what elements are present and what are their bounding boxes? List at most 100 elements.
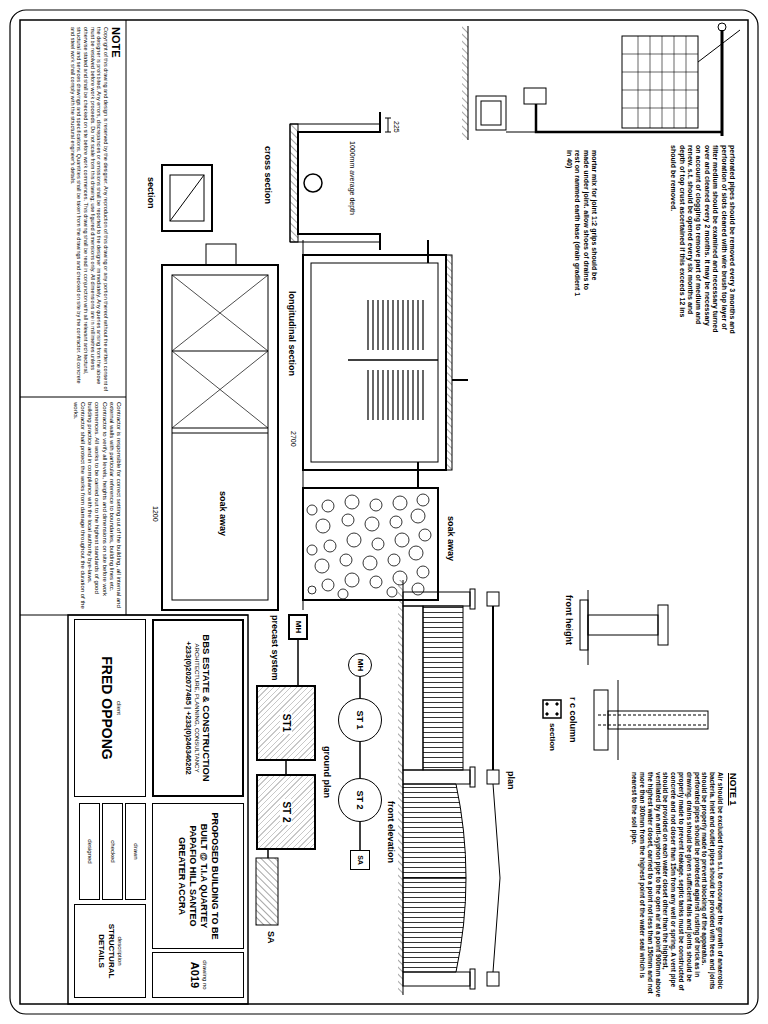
- cross-section-drawing: [290, 124, 298, 242]
- longitudinal-section-drawing: [452, 379, 468, 381]
- dimension: 225: [392, 120, 400, 134]
- node-label: designed: [86, 839, 93, 863]
- node-label: ST 2: [355, 790, 366, 809]
- gate-front-elevation: [403, 784, 466, 972]
- vent-pipe-detail: [476, 96, 506, 130]
- longitudinal-section-drawing: [411, 509, 425, 523]
- manhole-circle: MH: [348, 653, 372, 677]
- longitudinal-section-drawing: [303, 255, 446, 470]
- vent-pipe-detail: [622, 36, 698, 128]
- precast-soakaway-drawing: [256, 858, 278, 925]
- rc-column-detail: [543, 680, 708, 760]
- node-label: client: [115, 701, 122, 715]
- gate-front-elevation: [403, 770, 470, 784]
- longitudinal-section-drawing: [417, 462, 419, 488]
- node-label: Copyright of this drawing and design is …: [69, 27, 109, 393]
- description-box: descriptionSTRUCTURAL DETAILS: [74, 904, 146, 998]
- node-label: MH: [355, 659, 365, 671]
- soakaway-plan-drawing: [162, 244, 278, 610]
- node-label: Contractor is responsible for correct se…: [72, 402, 122, 610]
- gate-plan: [487, 972, 499, 986]
- soakaway-plan-drawing: [206, 244, 236, 265]
- longitudinal-section-drawing: [324, 540, 336, 552]
- vent-pipe-detail: [462, 26, 468, 140]
- longitudinal-section-drawing: [303, 488, 438, 600]
- dimension: 1000mm average depth: [348, 140, 356, 216]
- longitudinal-section-drawing: [345, 495, 359, 509]
- gate-front-elevation: [470, 767, 475, 787]
- longitudinal-section-drawing: [345, 573, 359, 587]
- vent-pipe-detail: [698, 30, 740, 62]
- note-heading: NOTE 1: [727, 772, 738, 807]
- node-label: SA: [356, 855, 364, 865]
- longitudinal-section-drawing: [412, 583, 424, 595]
- longitudinal-section-drawing: [322, 579, 334, 591]
- rc-column-detail: [543, 700, 561, 718]
- longitudinal-section-drawing: [419, 529, 431, 541]
- longitudinal-section-drawing: [417, 566, 429, 578]
- pillar-front-height: [658, 605, 668, 645]
- cross-section-drawing: [304, 174, 322, 192]
- drawn-cell: drawn: [125, 803, 146, 900]
- vent-pipe-detail: [622, 36, 698, 128]
- rc-column-detail: [618, 680, 619, 760]
- manhole-section-drawing: [162, 165, 212, 231]
- pillar-front-height: [580, 600, 588, 650]
- view-title: ground plan: [321, 745, 332, 799]
- longitudinal-section-drawing: [388, 554, 400, 566]
- node-label: A019: [188, 962, 201, 988]
- gate-plan: [492, 606, 494, 770]
- vent-pipe-detail: [524, 88, 546, 104]
- longitudinal-section-drawing: [303, 240, 468, 610]
- part-name: soak away: [445, 515, 456, 562]
- pipe-connector: [285, 761, 287, 774]
- pipe-connector: [297, 640, 299, 685]
- gate-plan: [487, 592, 499, 606]
- longitudinal-section-drawing: [315, 559, 329, 573]
- node-label: ST 2: [280, 799, 292, 824]
- longitudinal-section-drawing: [316, 519, 330, 533]
- septic-tank-box: ST 2: [256, 774, 316, 850]
- node-label: +233(0)202077485 | +233(0)246346202: [184, 641, 193, 774]
- part-name: SA: [265, 930, 276, 945]
- sheet-frame: [10, 10, 758, 1014]
- gate-front-elevation: [423, 606, 463, 770]
- longitudinal-section-drawing: [365, 517, 379, 531]
- client-box: clientFRED OPPONG: [74, 619, 146, 797]
- longitudinal-section-drawing: [395, 533, 409, 547]
- soakaway-plan-drawing: [162, 265, 278, 610]
- view-title: longitudinal section: [286, 290, 297, 377]
- project-box: PROPOSED BUILDING TO BE BUILT @ T.I.A QU…: [152, 803, 244, 949]
- gate-plan: [493, 784, 500, 972]
- maintenance-note: perforated pipes should be removed every…: [669, 145, 736, 335]
- node-label: NOTE: [109, 27, 122, 393]
- vent-pipe-detail: [481, 101, 501, 125]
- longitudinal-section-drawing: [340, 554, 352, 566]
- longitudinal-section-drawing: [342, 514, 354, 526]
- pillar-front-height: [580, 590, 668, 665]
- rc-column-detail: [556, 713, 558, 715]
- view-title: cross section: [262, 145, 273, 205]
- longitudinal-section-drawing: [370, 576, 382, 588]
- vent-pipe-detail: [462, 23, 740, 140]
- node-label: drawing no: [201, 960, 208, 989]
- longitudinal-section-drawing: [368, 300, 423, 420]
- rc-column-detail: [546, 703, 548, 705]
- longitudinal-section-drawing: [372, 538, 384, 550]
- gate-front-elevation: [403, 606, 423, 770]
- node-label: MH: [293, 621, 303, 633]
- longitudinal-section-drawing: [446, 255, 452, 470]
- pillar-front-height: [588, 615, 658, 635]
- manhole-section-drawing: [162, 165, 212, 231]
- manhole-box: MH: [288, 614, 308, 640]
- septic-tank-circle: ST 2: [338, 778, 382, 822]
- node-label: FRED OPPONG: [98, 656, 115, 759]
- gate-plan: [487, 592, 500, 986]
- pipe-connector: [359, 822, 361, 850]
- cross-section-drawing: [385, 118, 391, 132]
- longitudinal-section-drawing: [307, 494, 431, 599]
- view-title: front elevation: [385, 800, 396, 864]
- node-label: STRUCTURAL DETAILS: [97, 908, 116, 994]
- precast-soakaway-drawing: [267, 850, 269, 858]
- longitudinal-section-drawing: [387, 587, 397, 597]
